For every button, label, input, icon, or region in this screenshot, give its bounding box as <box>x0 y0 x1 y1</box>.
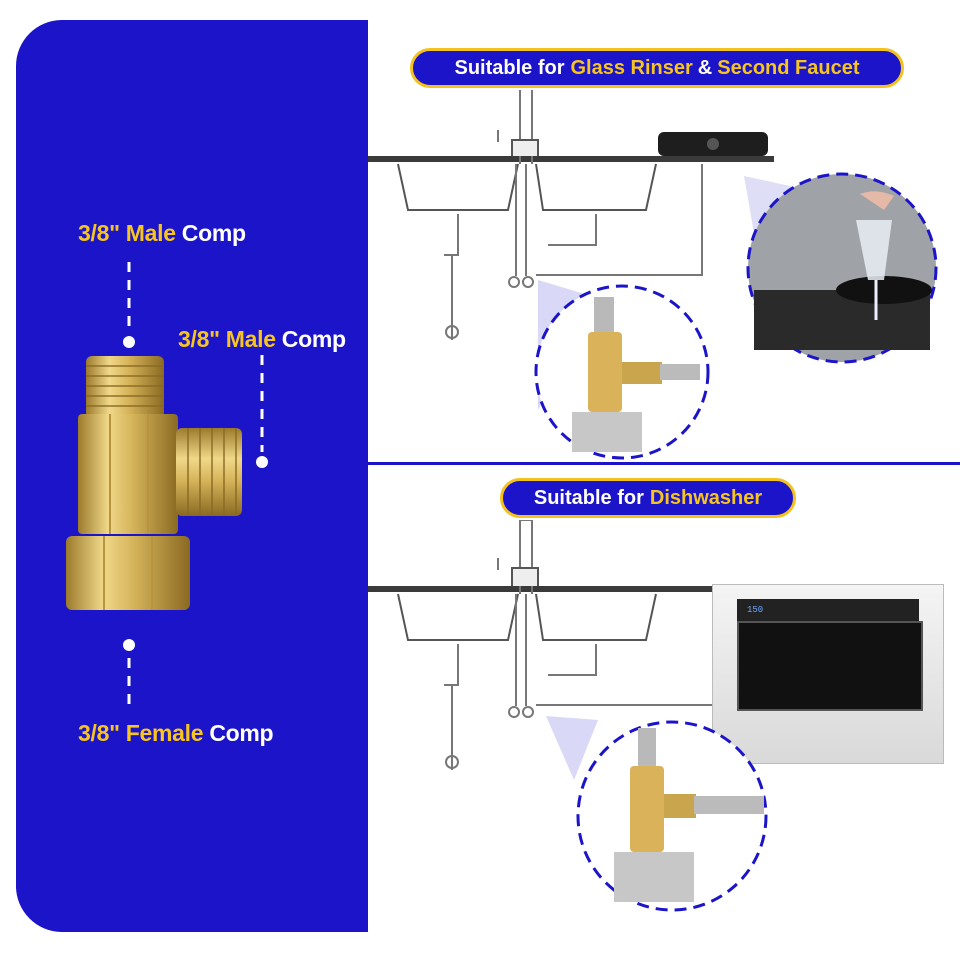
dishwasher-window <box>737 621 923 711</box>
section-divider <box>368 462 960 465</box>
banner-dishwasher: Suitable for Dishwasher <box>500 478 796 518</box>
banner-glass-rinser: Suitable for Glass Rinser & Second Fauce… <box>410 48 904 88</box>
valve-closeup-icon <box>534 284 710 460</box>
label-side-male: 3/8" Male Comp <box>178 326 346 353</box>
banner-glass-rinser-item2: Second Faucet <box>717 56 860 79</box>
label-bottom-female-measure: 3/8" Female <box>78 720 204 746</box>
dishwasher-icon: 150 <box>712 584 944 764</box>
banner-dishwasher-item1: Dishwasher <box>649 486 763 509</box>
dishwasher-control-panel: 150 <box>737 599 919 621</box>
banner-dishwasher-prefix: Suitable for <box>533 486 644 509</box>
label-top-male-measure: 3/8" Male <box>78 220 176 246</box>
label-bottom-female-type: Comp <box>209 720 274 746</box>
dishwasher-display: 150 <box>747 605 764 615</box>
label-bottom-female: 3/8" Female Comp <box>78 720 274 747</box>
label-side-male-type: Comp <box>281 326 346 352</box>
label-side-male-measure: 3/8" Male <box>178 326 276 352</box>
banner-glass-rinser-prefix: Suitable for <box>454 56 565 79</box>
sink-diagram-bottom-icon <box>368 520 712 780</box>
banner-glass-rinser-joiner: & <box>697 56 713 79</box>
brass-tee-fitting-icon <box>66 356 242 610</box>
label-top-male-type: Comp <box>181 220 246 246</box>
label-top-male: 3/8" Male Comp <box>78 220 246 247</box>
glass-rinser-photo-icon <box>744 172 938 364</box>
valve-closeup-bottom-icon <box>576 720 768 912</box>
banner-glass-rinser-item1: Glass Rinser <box>570 56 693 79</box>
